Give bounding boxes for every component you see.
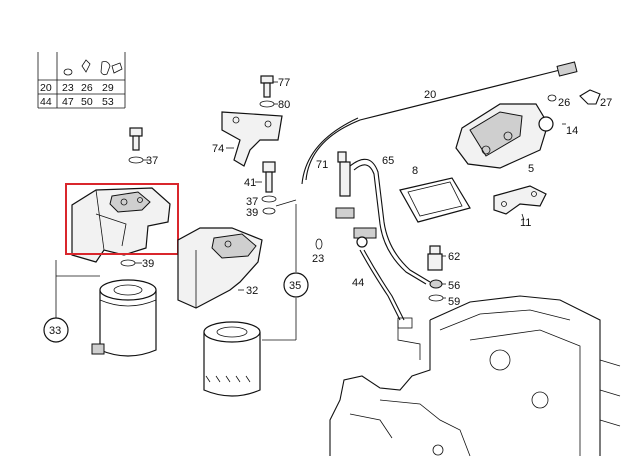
washer-59-part[interactable] xyxy=(428,294,444,302)
callout-41: 41 xyxy=(244,177,256,189)
fuel-filter-35-part[interactable] xyxy=(203,321,261,397)
washer-39b-part[interactable] xyxy=(262,207,276,215)
clip-26-part[interactable] xyxy=(547,94,557,102)
part-56[interactable] xyxy=(429,279,443,289)
bracket-11-part[interactable] xyxy=(493,185,547,215)
grid-cell: 29 xyxy=(102,82,114,94)
clip-27-part[interactable] xyxy=(579,89,601,105)
callout-56: 56 xyxy=(448,280,460,292)
callout-20: 20 xyxy=(424,89,436,101)
callout-39b: 39 xyxy=(246,207,258,219)
filter-housing-32-part[interactable] xyxy=(177,227,263,309)
fuel-filter-33-part[interactable] xyxy=(91,279,157,357)
engine-block-part xyxy=(329,295,621,457)
stud-41-part[interactable] xyxy=(262,161,276,193)
callout-27: 27 xyxy=(600,97,612,109)
grid-cell: 53 xyxy=(102,96,114,108)
washer-80-part[interactable] xyxy=(259,100,275,108)
highlight-box xyxy=(65,183,179,255)
callout-77: 77 xyxy=(278,77,290,89)
grid-cell: 20 xyxy=(40,82,52,94)
callout-37: 37 xyxy=(146,155,158,167)
callout-33: 33 xyxy=(49,325,61,337)
bolt-77-part[interactable] xyxy=(260,75,274,98)
fitting-44-part[interactable] xyxy=(353,227,377,248)
pump-5-part[interactable] xyxy=(455,103,554,169)
callout-circle-33 xyxy=(43,317,69,343)
callout-39: 39 xyxy=(142,258,154,270)
washer-39-part[interactable] xyxy=(120,259,136,267)
callout-44: 44 xyxy=(352,277,364,289)
callout-5: 5 xyxy=(528,163,534,175)
bolt-37-part[interactable] xyxy=(128,127,148,164)
grid-mini-icons xyxy=(63,59,123,76)
washer-37-part[interactable] xyxy=(261,195,277,203)
callout-74: 74 xyxy=(212,143,224,155)
grid-cell: 47 xyxy=(62,96,74,108)
callout-26: 26 xyxy=(558,97,570,109)
callout-14: 14 xyxy=(566,125,578,137)
callout-37b: 37 xyxy=(246,196,258,208)
callout-71: 71 xyxy=(316,159,328,171)
grid-cell: 23 xyxy=(62,82,74,94)
callout-65: 65 xyxy=(382,155,394,167)
callout-62: 62 xyxy=(448,251,460,263)
grid-cell: 44 xyxy=(40,96,52,108)
grid-cell: 50 xyxy=(81,96,93,108)
grid-cell: 26 xyxy=(81,82,93,94)
washer-23-part[interactable] xyxy=(315,238,323,250)
callout-35: 35 xyxy=(289,280,301,292)
reference-grid: 20 23 26 29 44 47 50 53 xyxy=(37,52,126,109)
callout-11: 11 xyxy=(520,217,531,229)
callout-23: 23 xyxy=(312,253,324,265)
callout-8: 8 xyxy=(412,165,418,177)
bracket-74-part[interactable] xyxy=(221,111,283,167)
callout-59: 59 xyxy=(448,296,460,308)
callout-circle-35 xyxy=(283,272,309,298)
fitting-71-part[interactable] xyxy=(335,151,355,219)
fuel-line-20-part[interactable] xyxy=(301,61,578,185)
callout-80: 80 xyxy=(278,99,290,111)
hose-65-part[interactable] xyxy=(349,158,431,283)
callout-32: 32 xyxy=(246,285,258,297)
filter-bracket-part[interactable] xyxy=(71,187,171,263)
sensor-62-part[interactable] xyxy=(427,245,443,271)
gasket-8-part[interactable] xyxy=(399,177,471,223)
